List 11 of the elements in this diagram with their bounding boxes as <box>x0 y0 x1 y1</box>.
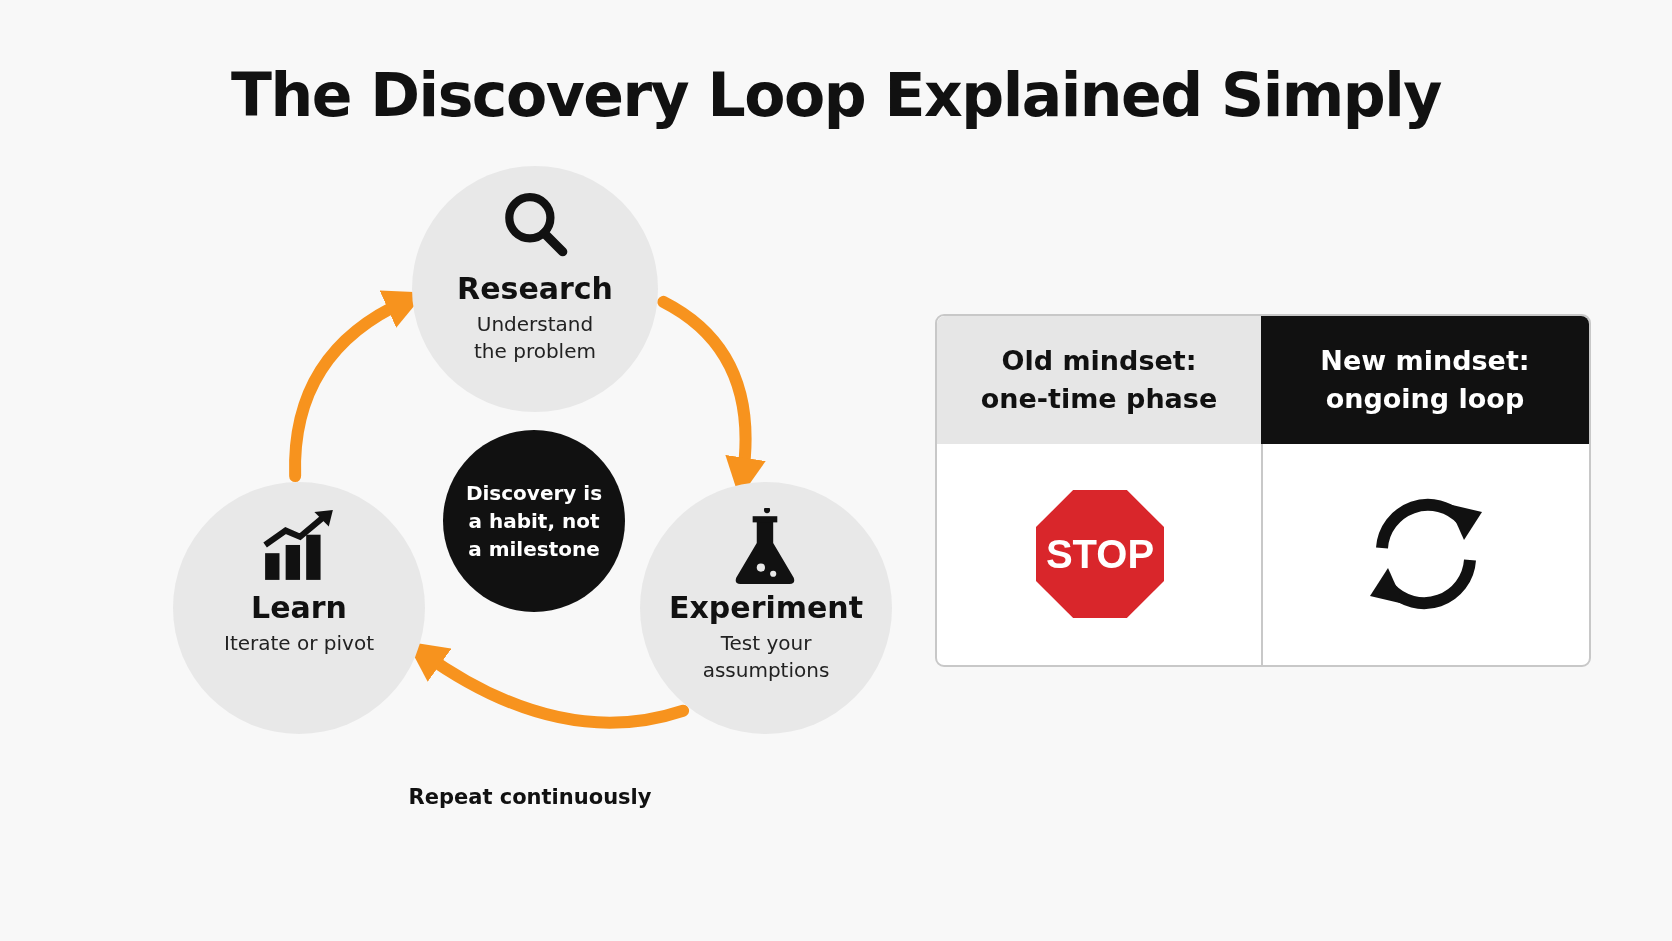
center-circle: Discovery is a habit, not a milestone <box>443 430 625 612</box>
stage-title: Experiment <box>667 590 865 625</box>
column-header: Old mindset: one-time phase <box>937 316 1261 444</box>
caption-text: Repeat continuously <box>407 785 653 809</box>
column-header: New mindset: ongoing loop <box>1261 316 1589 444</box>
stage-title: Learn <box>250 590 348 625</box>
stage-description: Test your assumptions <box>701 630 831 684</box>
stage-title: Research <box>456 271 614 306</box>
title: The Discovery Loop Explained Simply <box>230 60 1442 130</box>
stage-description: Iterate or pivot <box>223 630 375 657</box>
stage-description: Understand the problem <box>473 311 597 365</box>
